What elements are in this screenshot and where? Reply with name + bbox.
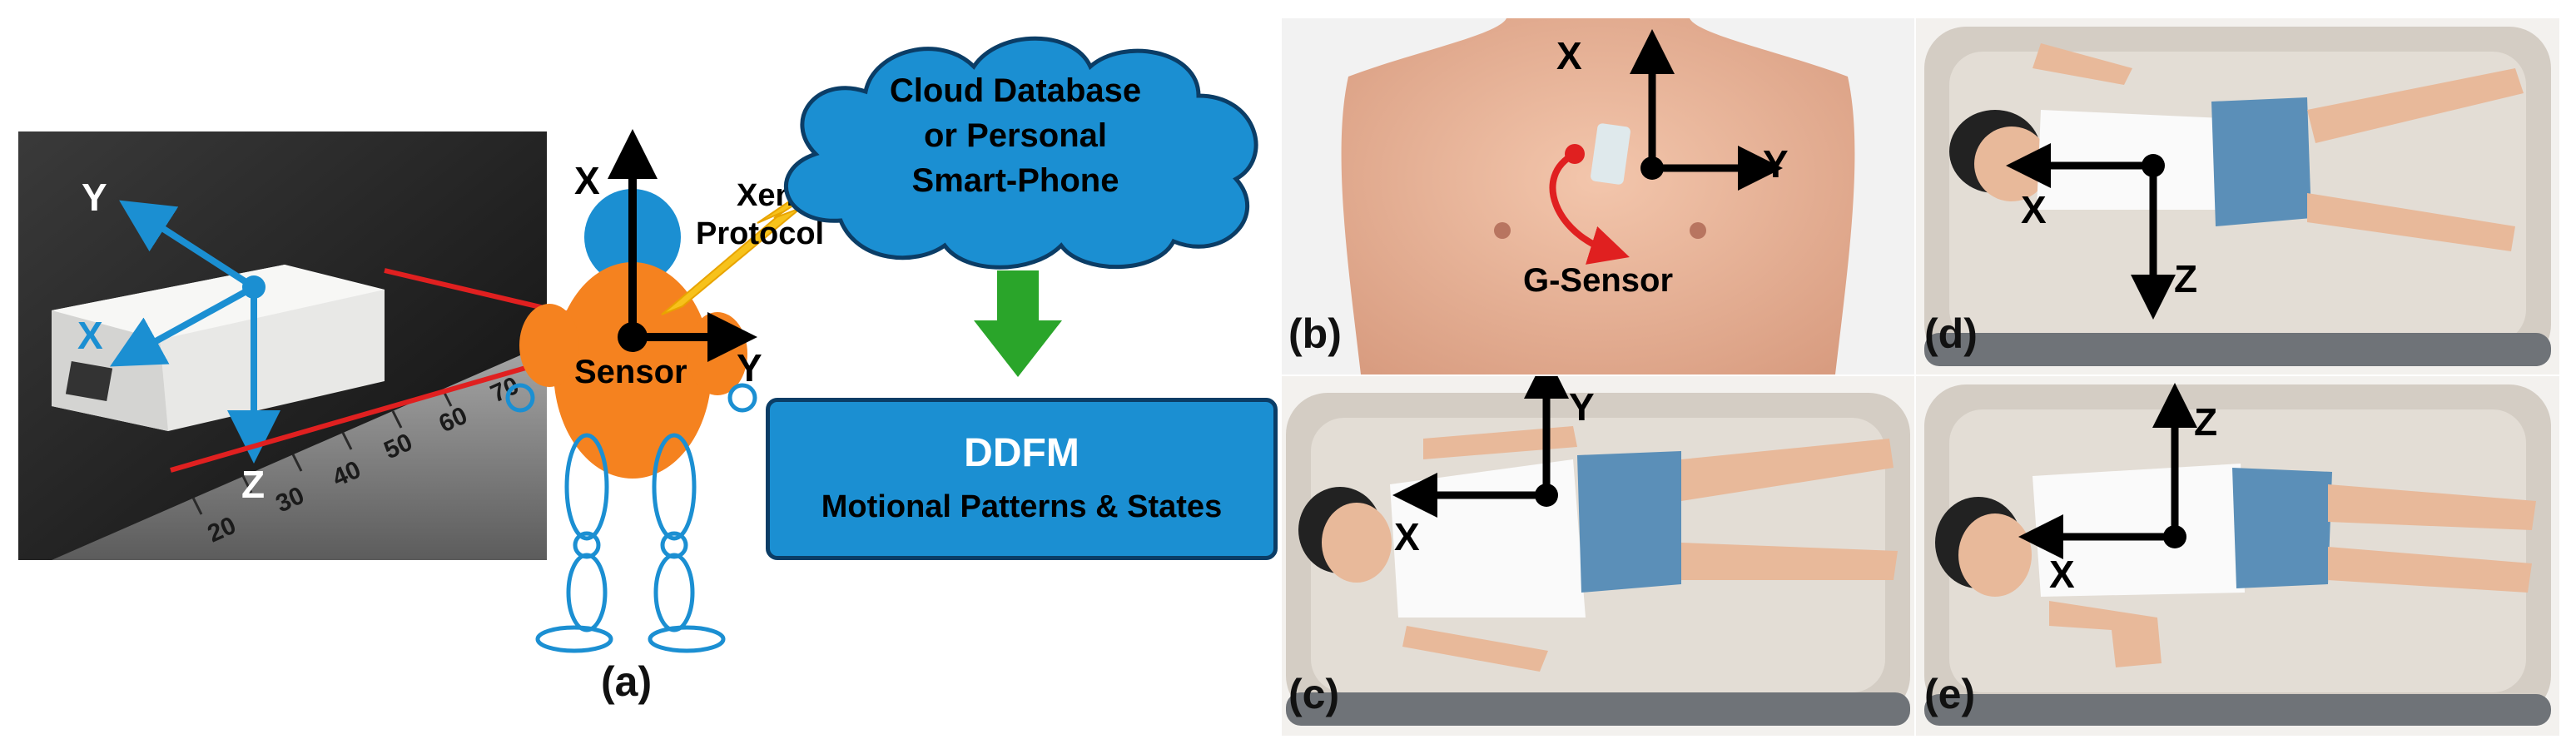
- panel-b-axis-y: Y: [1763, 142, 1789, 186]
- cloud-line-3: Smart-Phone: [911, 162, 1119, 199]
- panel-d-axis-z: Z: [2174, 257, 2198, 300]
- panel-e-axes: [2018, 383, 2197, 559]
- panel-c-axis-y: Y: [1569, 385, 1595, 429]
- panel-e-axis-x: X: [2049, 553, 2075, 596]
- panel-c-axis-x: X: [1394, 515, 1420, 558]
- sensor-axis-y-label: Y: [82, 176, 107, 219]
- ddfm-box: DDFM Motional Patterns & States: [766, 398, 1278, 560]
- panel-c-axes: [1392, 376, 1569, 518]
- caption-b: (b): [1288, 310, 1342, 357]
- panel-d-axes: [2006, 143, 2176, 320]
- caption-a: (a): [601, 658, 653, 705]
- bed-photo-d: [1916, 18, 2559, 375]
- caption-d: (d): [1924, 310, 1978, 357]
- caption-e: (e): [1924, 671, 1976, 717]
- protocol-line-2: Protocol: [696, 216, 825, 251]
- caption-c: (c): [1288, 671, 1340, 717]
- cloud-line-1: Cloud Database: [889, 72, 1142, 109]
- sensor-label: Sensor: [574, 354, 687, 390]
- sensor-axis-x-label: X: [77, 314, 103, 357]
- cloud-shape: [783, 36, 1258, 270]
- panel-b-axis-x: X: [1556, 34, 1582, 77]
- sensor-axes: [109, 200, 280, 464]
- chest-photo: [1282, 18, 1914, 375]
- sensor-axis-z-label: Z: [241, 463, 266, 506]
- bed-photo-c: [1282, 376, 1914, 736]
- down-arrow-icon: [974, 270, 1062, 377]
- g-sensor-label: G-Sensor: [1523, 262, 1674, 299]
- panel-e-axis-z: Z: [2194, 400, 2218, 444]
- panel-d-axis-x: X: [2021, 188, 2047, 231]
- cloud-text: Cloud Database or Personal Smart-Phone: [799, 68, 1232, 203]
- cloud-line-2: or Personal: [923, 117, 1108, 154]
- panel-b-axes: [1549, 29, 1783, 265]
- body-axis-x-label: X: [574, 159, 600, 202]
- panel-a-diagram: [109, 124, 916, 653]
- ddfm-title: DDFM: [964, 431, 1080, 475]
- ddfm-subtitle: Motional Patterns & States: [821, 489, 1223, 524]
- body-axis-y-label: Y: [737, 346, 762, 389]
